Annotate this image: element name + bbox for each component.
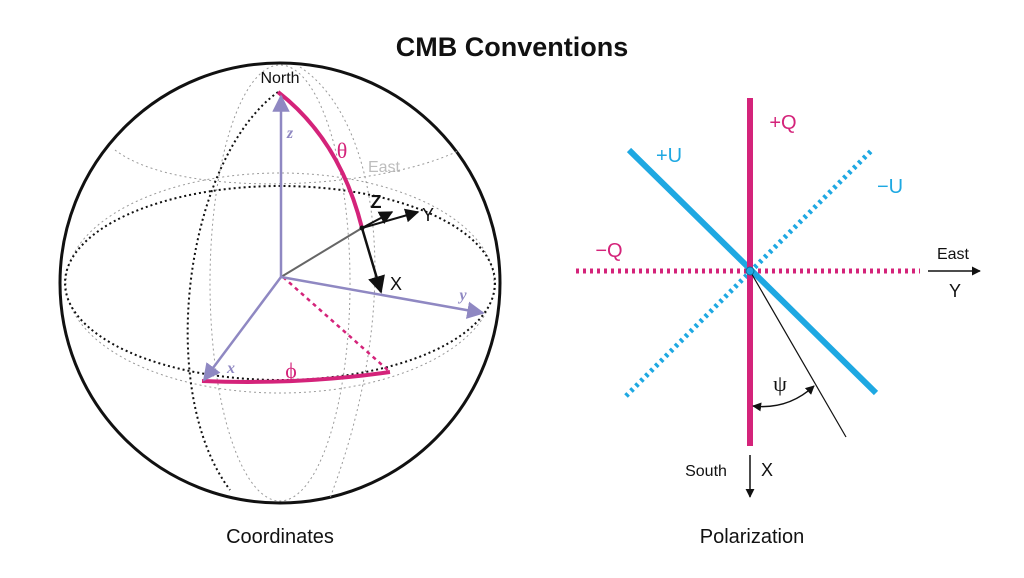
- local-X-label: X: [390, 274, 402, 294]
- y-axis: [280, 275, 485, 319]
- plus-Q-label: +Q: [769, 112, 796, 134]
- Y-label-pol: Y: [949, 281, 961, 301]
- minus-U-label: −U: [877, 176, 903, 198]
- theta-arc: [276, 90, 364, 229]
- y-axis-label: y: [457, 287, 467, 304]
- z-axis-label: z: [286, 125, 294, 142]
- polarization-caption: Polarization: [700, 526, 805, 548]
- minus-Q-label: −Q: [595, 240, 622, 262]
- meridian: [186, 91, 279, 491]
- radial-line: [280, 227, 363, 278]
- south-label: South: [685, 463, 727, 480]
- phi-arc: [201, 370, 391, 384]
- polarization-origin: [745, 266, 755, 276]
- local-Y-vector: [361, 208, 420, 229]
- projection-line: [282, 276, 391, 373]
- minus-U-line: [624, 148, 874, 398]
- coordinates-caption: Coordinates: [226, 526, 334, 548]
- coordinates-diagram: North East θ ϕ z y x Z Y X Coordinates: [58, 61, 502, 548]
- local-X-vector: [360, 227, 385, 294]
- north-label: North: [260, 70, 299, 87]
- x-axis-label: x: [226, 360, 235, 377]
- psi-label: ψ: [773, 371, 787, 396]
- surface-point: [359, 225, 365, 231]
- x-axis: [202, 276, 283, 382]
- X-label-pol: X: [761, 460, 773, 480]
- local-Z-vector: [361, 211, 394, 229]
- figure-title: CMB Conventions: [396, 32, 629, 62]
- plus-U-label: +U: [656, 145, 682, 167]
- local-Y-label: Y: [422, 205, 434, 225]
- east-label: East: [368, 159, 401, 176]
- polarization-direction-line: [749, 270, 847, 438]
- phi-label: ϕ: [285, 358, 297, 383]
- sphere-outline: [58, 61, 502, 505]
- polarization-diagram: +Q −Q +U −U East Y South X ψ Polarizatio…: [576, 98, 981, 548]
- local-Z-label: Z: [371, 192, 382, 212]
- east-label-pol: East: [937, 246, 970, 263]
- psi-arc: [752, 385, 815, 412]
- theta-label: θ: [337, 138, 348, 163]
